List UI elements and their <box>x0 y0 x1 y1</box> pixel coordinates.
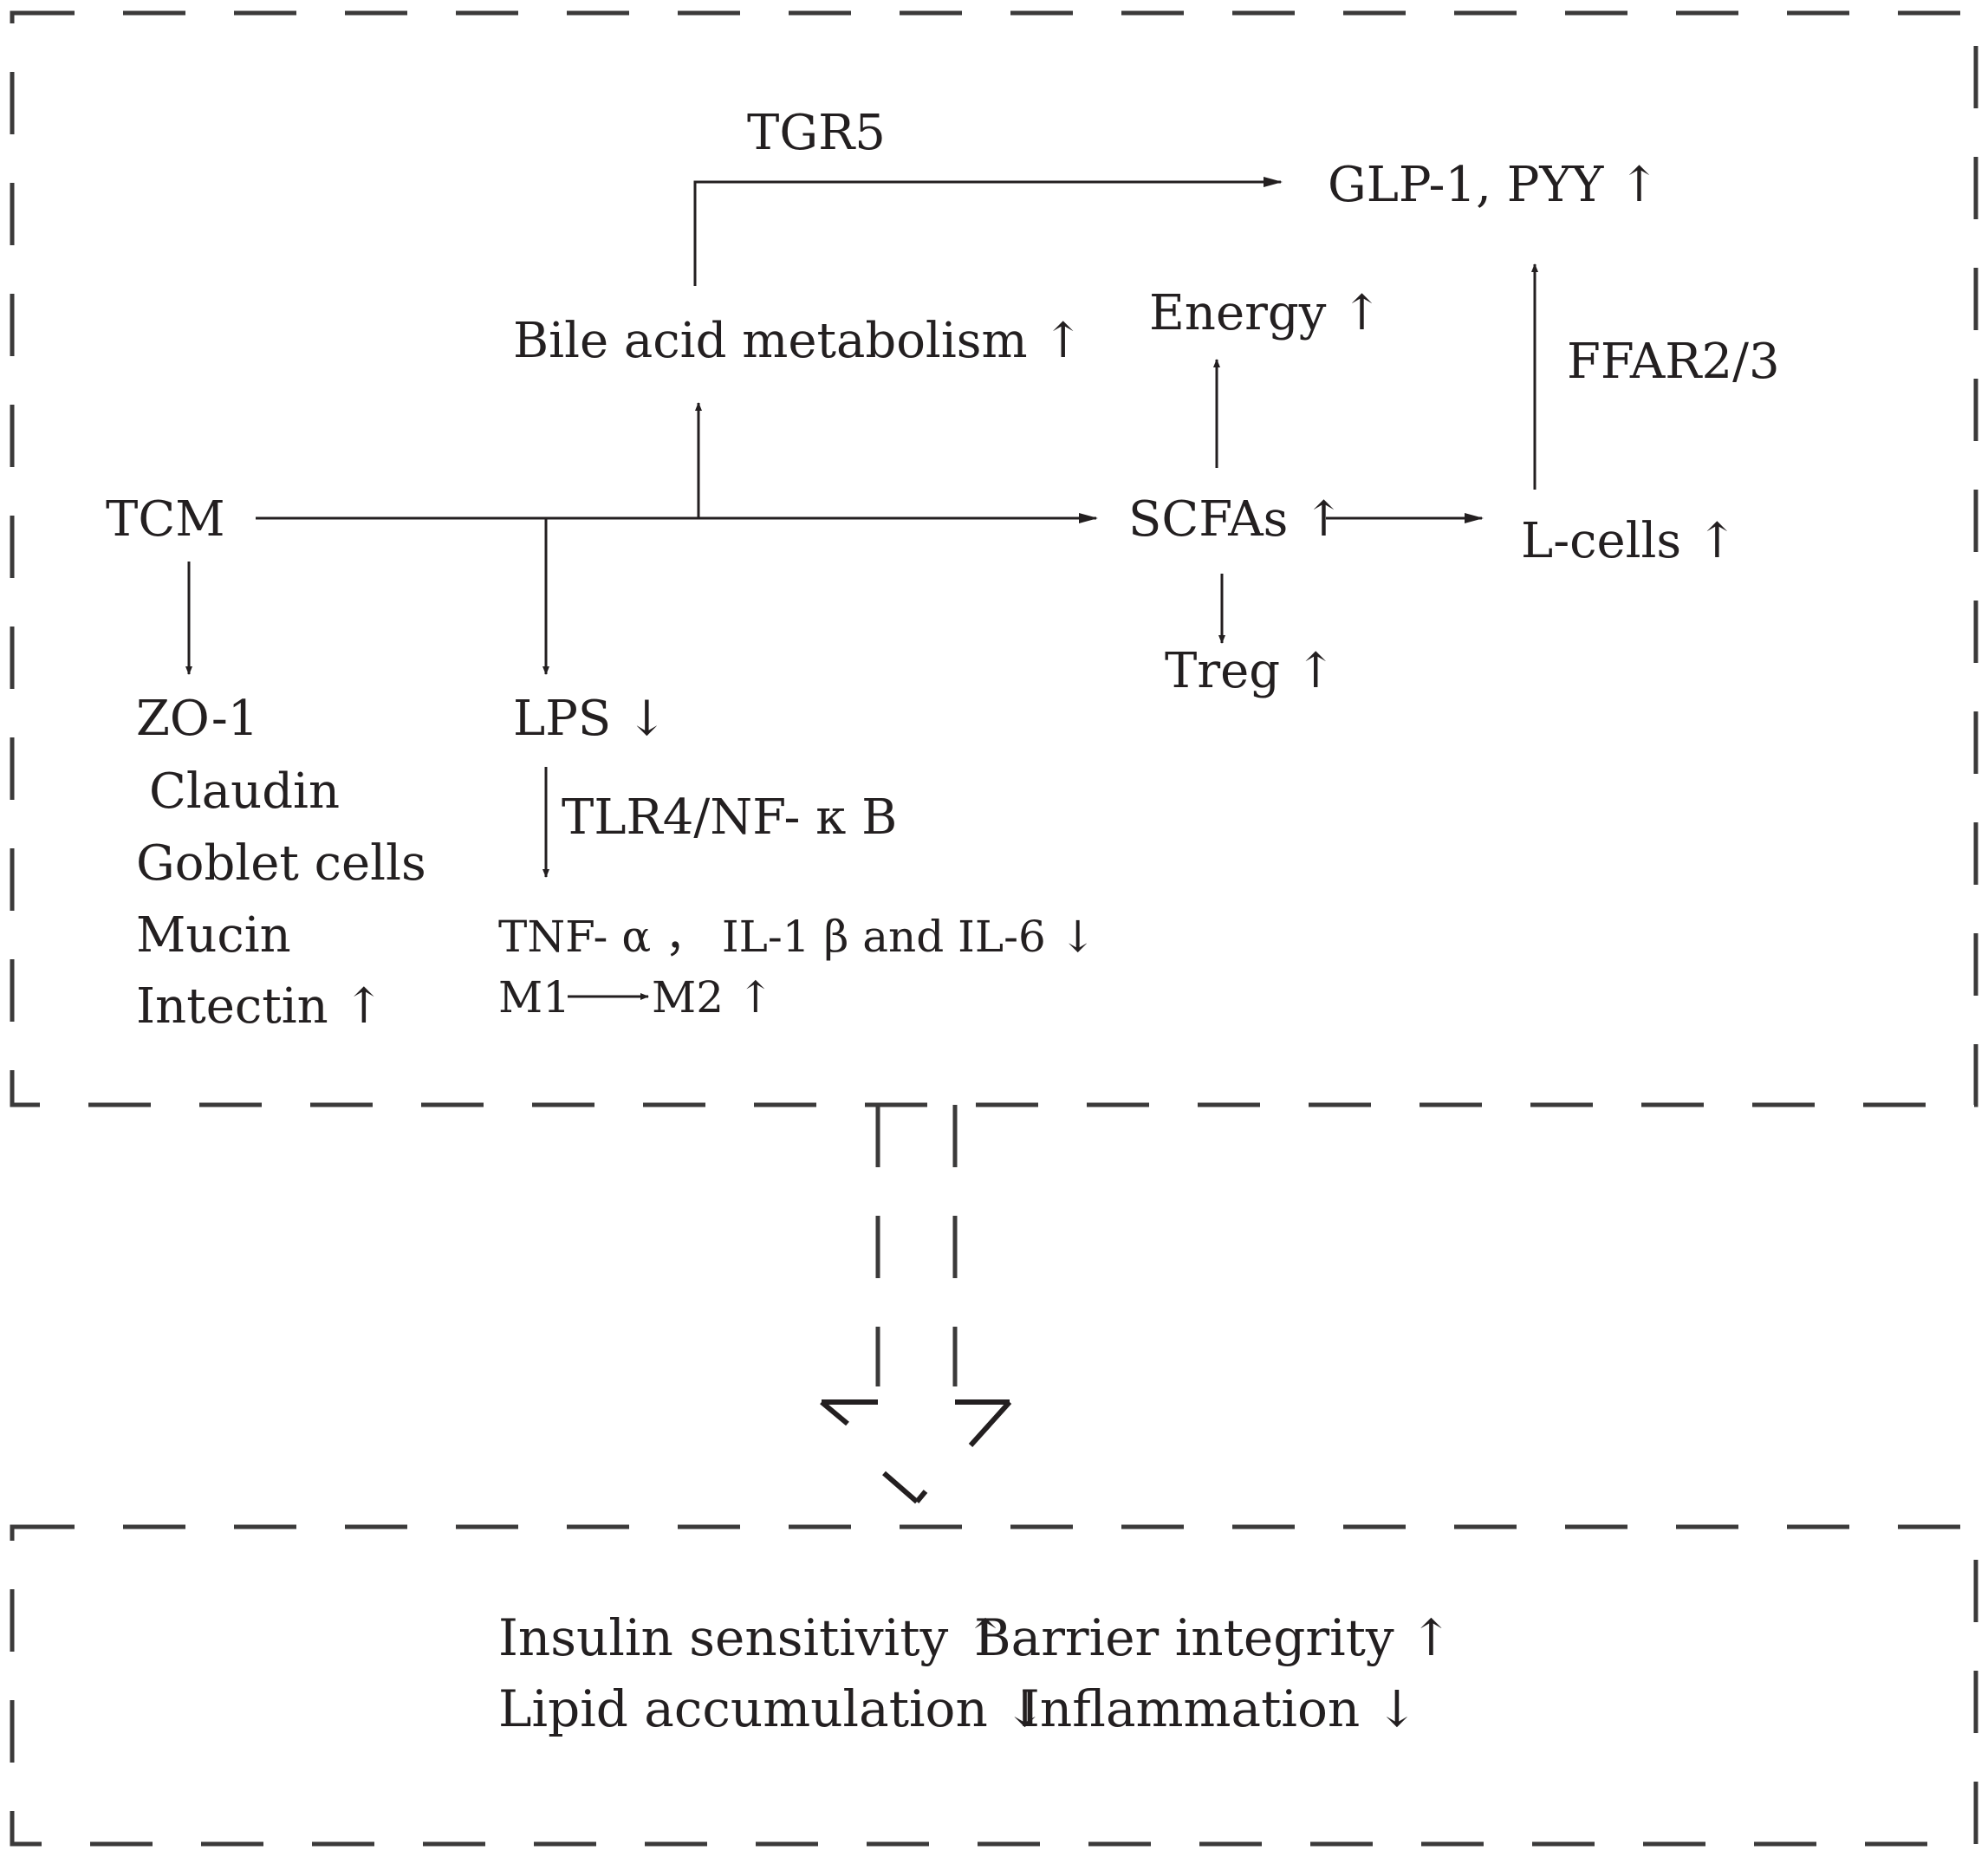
outcome-lipid-accumulation: Lipid accumulation ↓ <box>498 1679 1046 1738</box>
label-energy: Energy ↑ <box>1149 285 1382 341</box>
panel-connector-arrow <box>820 1105 1012 1504</box>
bottom-panel-border <box>10 1524 1978 1847</box>
label-claudin: Claudin <box>149 763 340 820</box>
outcome-barrier-integrity: Barrier integrity ↑ <box>974 1608 1452 1667</box>
label-tlr4: TLR4/NF- κ B <box>562 789 897 846</box>
label-cytokines: TNF- α ， IL-1 β and IL-6 ↓ <box>498 912 1096 962</box>
outcome-insulin-sensitivity: Insulin sensitivity ↑ <box>498 1608 1006 1667</box>
label-ffar: FFAR2/3 <box>1567 334 1780 390</box>
label-glp1-pyy: GLP-1, PYY ↑ <box>1328 157 1660 213</box>
top-panel-border <box>10 10 1978 1107</box>
label-tgr5: TGR5 <box>747 105 886 161</box>
label-m1: M1 <box>498 972 570 1023</box>
label-mucin: Mucin <box>136 907 291 964</box>
label-m2: M2 ↑ <box>652 972 774 1023</box>
outcome-inflammation: Inflammation ↓ <box>1020 1679 1418 1738</box>
label-intectin: Intectin ↑ <box>136 978 384 1035</box>
label-goblet-cells: Goblet cells <box>136 835 426 892</box>
label-tcm: TCM <box>106 491 225 548</box>
arrow-bile-glp1 <box>693 177 1283 286</box>
label-zo1: ZO-1 <box>136 691 258 747</box>
label-scfas: SCFAs ↑ <box>1128 491 1344 548</box>
label-lps: LPS ↓ <box>513 691 667 747</box>
connectors <box>185 177 1538 1000</box>
label-bile-acid: Bile acid metabolism ↑ <box>513 313 1083 369</box>
label-l-cells: L-cells ↑ <box>1521 513 1738 569</box>
label-treg: Treg ↑ <box>1165 643 1336 699</box>
